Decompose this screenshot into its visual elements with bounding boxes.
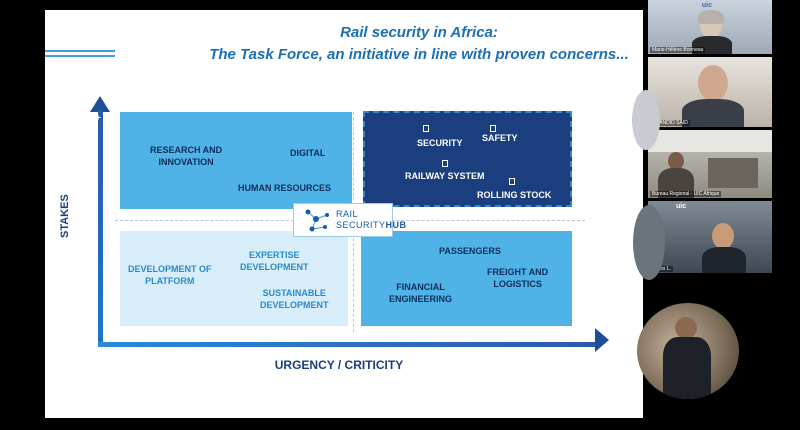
decorative-line: [45, 55, 115, 57]
participant-name: Bruno L.: [650, 266, 673, 272]
participant-name: Bureau Regional - UIC Afrique: [650, 191, 722, 197]
x-axis-arrow-icon: [595, 328, 609, 352]
participant-face: [668, 152, 684, 170]
participant-body: [658, 168, 694, 198]
quadrant-top-left: RESEARCH AND INNOVATION DIGITAL HUMAN RE…: [120, 112, 352, 209]
network-nodes-icon: [305, 209, 329, 232]
participant-body: [682, 99, 744, 127]
participant-video-tile[interactable]: uic Marie-Hélène Bonneau: [648, 0, 772, 54]
participant-hair: [698, 10, 724, 24]
y-axis-label: STAKES: [59, 194, 71, 238]
participant-video-tile[interactable]: CHANDID SAID: [648, 57, 772, 127]
participant-name: Marie-Hélène Bonneau: [650, 47, 706, 53]
participant-name: CHANDID SAID: [650, 120, 690, 126]
checkbox-icon: [442, 160, 448, 167]
participant-face: [698, 65, 728, 101]
participant-video-tile[interactable]: Bureau Regional - UIC Afrique: [648, 130, 772, 198]
decorative-circle-image: [632, 90, 660, 150]
shared-slide: Rail security in Africa: The Task Force,…: [45, 10, 643, 418]
checkbox-icon: [423, 125, 429, 132]
participant-body: [692, 36, 732, 54]
checkbox-icon: [509, 178, 515, 185]
quadrant-top-right: SECURITY SAFETY RAILWAY SYSTEM ROLLING S…: [363, 111, 572, 207]
security-officer-image: [637, 303, 739, 399]
decorative-circle-image: [633, 205, 665, 280]
rail-security-hub-logo: RAIL SECURITYHUB: [293, 203, 406, 237]
decorative-line: [45, 50, 115, 52]
x-axis: [98, 342, 598, 347]
quadrant-bottom-right: PASSENGERS FREIGHT AND LOGISTICS FINANCI…: [361, 231, 572, 326]
participant-video-tile[interactable]: uic Bruno L.: [648, 201, 772, 273]
checkbox-icon: [490, 125, 496, 132]
y-axis-arrow-icon: [90, 96, 110, 112]
x-axis-label: URGENCY / CRITICITY: [274, 358, 404, 372]
y-axis: [98, 110, 103, 346]
slide-title: Rail security in Africa: The Task Force,…: [209, 24, 629, 63]
participant-face: [712, 223, 734, 249]
participant-body: [702, 247, 746, 273]
quadrant-bottom-left: DEVELOPMENT OF PLATFORM EXPERTISE DEVELO…: [120, 231, 348, 326]
